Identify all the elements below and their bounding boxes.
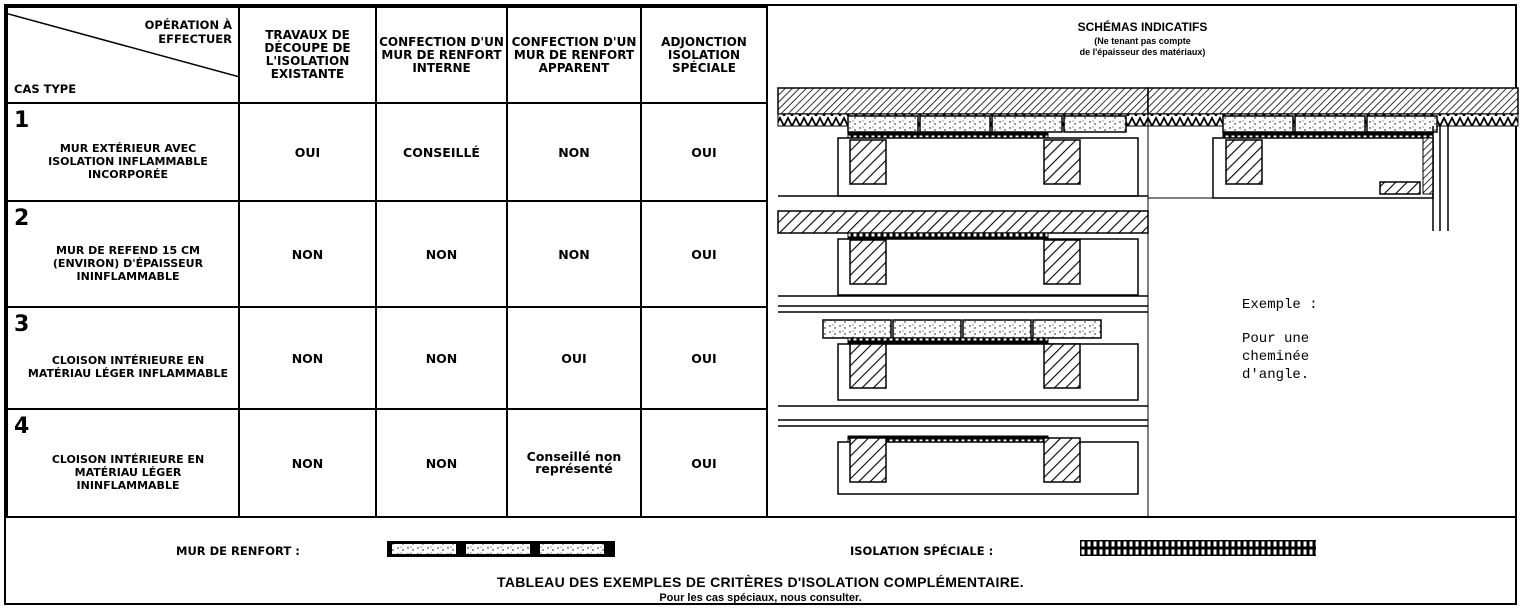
corner-cell: OPÉRATION À EFFECTUER CAS TYPE <box>6 6 240 104</box>
value-cell: Conseillé non représenté <box>506 408 642 518</box>
diagonal-divider <box>8 13 238 78</box>
case-cell: 3 CLOISON INTÉRIEURE EN MATÉRIAU LÉGER I… <box>6 306 240 410</box>
cas-type-label: CAS TYPE <box>14 82 77 96</box>
table-row: 4 CLOISON INTÉRIEURE EN MATÉRIAU LÉGER I… <box>6 408 768 518</box>
criteria-table: OPÉRATION À EFFECTUER CAS TYPE TRAVAUX D… <box>6 6 768 518</box>
example-line: d'angle. <box>1242 367 1310 383</box>
value-cell: CONSEILLÉ <box>375 102 508 202</box>
table-caption: TABLEAU DES EXEMPLES DE CRITÈRES D'ISOLA… <box>497 574 1024 590</box>
renfort-swatch <box>387 541 615 557</box>
example-line: Pour une <box>1242 331 1310 347</box>
value-cell: NON <box>506 102 642 202</box>
case-number: 1 <box>14 108 30 133</box>
table-row: 3 CLOISON INTÉRIEURE EN MATÉRIAU LÉGER I… <box>6 306 768 410</box>
case-description: CLOISON INTÉRIEURE EN MATÉRIAU LÉGER INI… <box>51 452 205 492</box>
case-description: MUR EXTÉRIEUR AVEC ISOLATION INFLAMMABLE… <box>48 141 208 181</box>
header-row: OPÉRATION À EFFECTUER CAS TYPE TRAVAUX D… <box>6 6 768 104</box>
case-number: 4 <box>14 414 30 439</box>
value-cell: NON <box>375 200 508 308</box>
value-cell: OUI <box>238 102 377 202</box>
consult-note: Pour les cas spéciaux, nous consulter. <box>659 592 862 604</box>
diagrams-panel: SCHÉMAS INDICATIFS (Ne tenant pas compte… <box>766 6 1519 516</box>
col-header-isolation-speciale: ADJONCTION ISOLATION SPÉCIALE <box>640 6 768 104</box>
value-cell: OUI <box>640 408 768 518</box>
diagrams-subtitle: (Ne tenant pas compte de l'épaisseur des… <box>768 36 1517 58</box>
chimney-plan-drawings <box>777 87 1519 516</box>
col-header-renfort-interne: CONFECTION D'UN MUR DE RENFORT INTERNE <box>375 6 508 104</box>
case-description: MUR DE REFEND 15 cm (environ) D'ÉPAISSEU… <box>52 243 204 283</box>
example-note: Exemple : Pour une cheminée d'angle. <box>1242 296 1318 384</box>
value-cell: OUI <box>640 102 768 202</box>
criteria-sheet: OPÉRATION À EFFECTUER CAS TYPE TRAVAUX D… <box>4 4 1519 605</box>
value-cell: NON <box>375 306 508 410</box>
value-cell: OUI <box>640 306 768 410</box>
value-cell: OUI <box>506 306 642 410</box>
value-cell: NON <box>375 408 508 518</box>
isolation-swatch <box>1080 540 1316 556</box>
legend-footer: MUR DE RENFORT : ISOLATION SPÉCIALE : TA… <box>6 516 1515 605</box>
case-cell: 1 MUR EXTÉRIEUR AVEC ISOLATION INFLAMMAB… <box>6 102 240 202</box>
example-line: Exemple : <box>1242 297 1318 313</box>
case-number: 2 <box>14 206 30 231</box>
value-cell: NON <box>238 408 377 518</box>
case-number: 3 <box>14 312 30 337</box>
case-cell: 2 MUR DE REFEND 15 cm (environ) D'ÉPAISS… <box>6 200 240 308</box>
table-row: 2 MUR DE REFEND 15 cm (environ) D'ÉPAISS… <box>6 200 768 308</box>
value-cell: NON <box>238 306 377 410</box>
operation-label: OPÉRATION À EFFECTUER <box>144 18 232 46</box>
col-header-renfort-apparent: CONFECTION D'UN MUR DE RENFORT APPARENT <box>506 6 642 104</box>
table-row: 1 MUR EXTÉRIEUR AVEC ISOLATION INFLAMMAB… <box>6 102 768 202</box>
example-line: cheminée <box>1242 349 1310 365</box>
value-cell: OUI <box>640 200 768 308</box>
renfort-legend-label: MUR DE RENFORT : <box>176 544 300 558</box>
value-cell: NON <box>238 200 377 308</box>
col-header-decoupe: TRAVAUX DE DÉCOUPE DE L'ISOLATION EXISTA… <box>238 6 377 104</box>
diagrams-title: SCHÉMAS INDICATIFS <box>1077 20 1208 34</box>
case-description: CLOISON INTÉRIEURE EN MATÉRIAU LÉGER INF… <box>27 354 229 380</box>
diagrams-subtitle-line: (Ne tenant pas compte <box>1094 36 1191 46</box>
diagrams-subtitle-line: de l'épaisseur des matériaux) <box>1079 47 1206 57</box>
case-cell: 4 CLOISON INTÉRIEURE EN MATÉRIAU LÉGER I… <box>6 408 240 518</box>
value-cell: NON <box>506 200 642 308</box>
isolation-legend-label: ISOLATION SPÉCIALE : <box>850 544 994 558</box>
